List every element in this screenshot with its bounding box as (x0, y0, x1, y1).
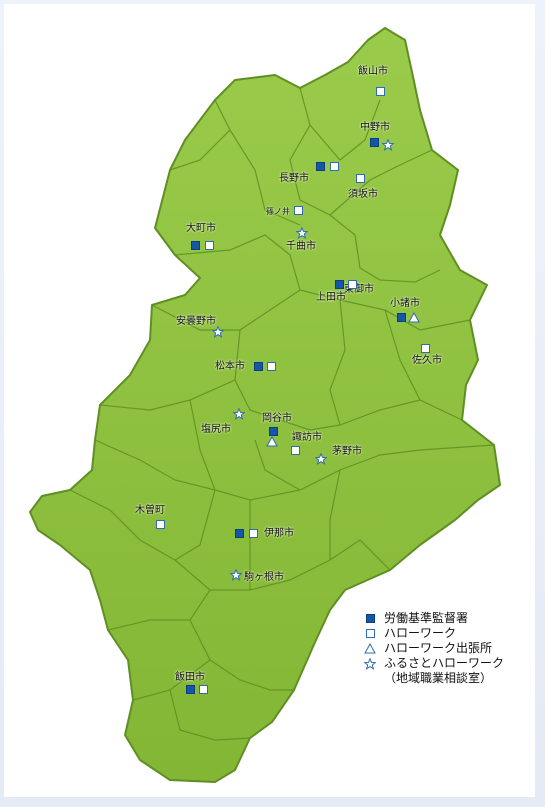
labor-office-marker-okaya (269, 427, 278, 436)
legend-row-hello-work: ハローワーク (364, 626, 504, 641)
furusato-hello-work-star-icon (230, 569, 242, 581)
hello-work-square-icon (365, 629, 375, 638)
legend-label-hello-work: ハローワーク (384, 626, 457, 640)
city-label-chino: 茅野市 (332, 446, 362, 457)
legend-row-labor-office: 労働基準監督署 (364, 611, 504, 626)
furusato-hello-work-star-icon (233, 408, 245, 420)
municipality-borders (69, 87, 495, 741)
city-label-saku: 佐久市 (412, 355, 442, 366)
furusato-hello-work-star-icon (212, 326, 224, 338)
city-label-ina: 伊那市 (264, 528, 294, 539)
furusato-hello-work-star-icon (382, 139, 394, 151)
hello-work-marker-omachi (205, 241, 214, 250)
labor-office-marker-nakano (370, 138, 379, 147)
hello-work-branch-triangle-icon (408, 312, 420, 323)
city-label-omachi: 大町市 (186, 223, 216, 234)
furusato-hello-work-star-icon (315, 453, 327, 465)
legend-label-labor-office: 労働基準監督署 (384, 611, 469, 625)
labor-office-marker-matsumoto (254, 362, 263, 371)
star-icon (364, 657, 376, 670)
furusato-hello-work-star-icon (296, 227, 308, 239)
labor-office-marker-omachi (191, 241, 200, 250)
city-label-azumino: 安曇野市 (176, 316, 216, 327)
hello-work-marker-matsumoto (267, 362, 276, 371)
labor-office-marker-iida (186, 685, 195, 694)
triangle-icon (364, 643, 376, 654)
legend-label-furusato-sub: （地域職業相談室） (384, 671, 493, 685)
city-label-suzaka: 須坂市 (348, 189, 378, 200)
city-label-shiojiri: 塩尻市 (201, 424, 231, 435)
city-label-suwa: 諏訪市 (292, 432, 322, 443)
city-label-iiyama: 飯山市 (358, 66, 388, 77)
legend-row-branch: ハローワーク出張所 (364, 641, 504, 656)
city-label-tomi: 東御市 (344, 284, 374, 295)
city-label-iida: 飯田市 (175, 672, 205, 683)
city-label-shinonoi: 篠ノ井 (266, 207, 290, 216)
hello-work-marker-iiyama (376, 87, 385, 96)
city-label-nagano: 長野市 (279, 173, 309, 184)
hello-work-marker-ueda (348, 280, 357, 289)
hello-work-marker-kisomachi (156, 520, 165, 529)
labor-office-marker-komoro (397, 313, 406, 322)
city-label-komagane: 駒ヶ根市 (244, 572, 284, 583)
hello-work-marker-ina (249, 529, 258, 538)
legend-row-furusato: ふるさとハローワーク (364, 656, 504, 671)
hello-work-marker-suwa (291, 446, 300, 455)
hello-work-marker-nagano (330, 162, 339, 171)
city-label-okaya: 岡谷市 (262, 413, 292, 424)
labor-office-marker-ueda (335, 280, 344, 289)
city-label-matsumoto: 松本市 (215, 361, 245, 372)
hello-work-marker-suzaka (356, 174, 365, 183)
hello-work-branch-triangle-icon (266, 436, 278, 447)
city-label-nakano: 中野市 (360, 122, 390, 133)
city-label-kisomachi: 木曽町 (135, 505, 165, 516)
hello-work-marker-shinonoi (294, 206, 303, 215)
map-legend: 労働基準監督署 ハローワーク ハローワーク出張所 ふるさとハローワーク （地域職… (364, 611, 504, 686)
labor-office-marker-ina (235, 529, 244, 538)
labor-office-square-icon (365, 614, 375, 623)
city-label-chikuma: 千曲市 (286, 241, 316, 252)
city-label-ueda: 上田市 (316, 292, 346, 303)
hello-work-marker-saku (421, 344, 430, 353)
legend-label-branch: ハローワーク出張所 (384, 641, 493, 655)
hello-work-marker-iida (199, 685, 208, 694)
legend-label-furusato: ふるさとハローワーク (384, 656, 505, 670)
labor-office-marker-nagano (316, 162, 325, 171)
city-label-komoro: 小諸市 (390, 298, 420, 309)
